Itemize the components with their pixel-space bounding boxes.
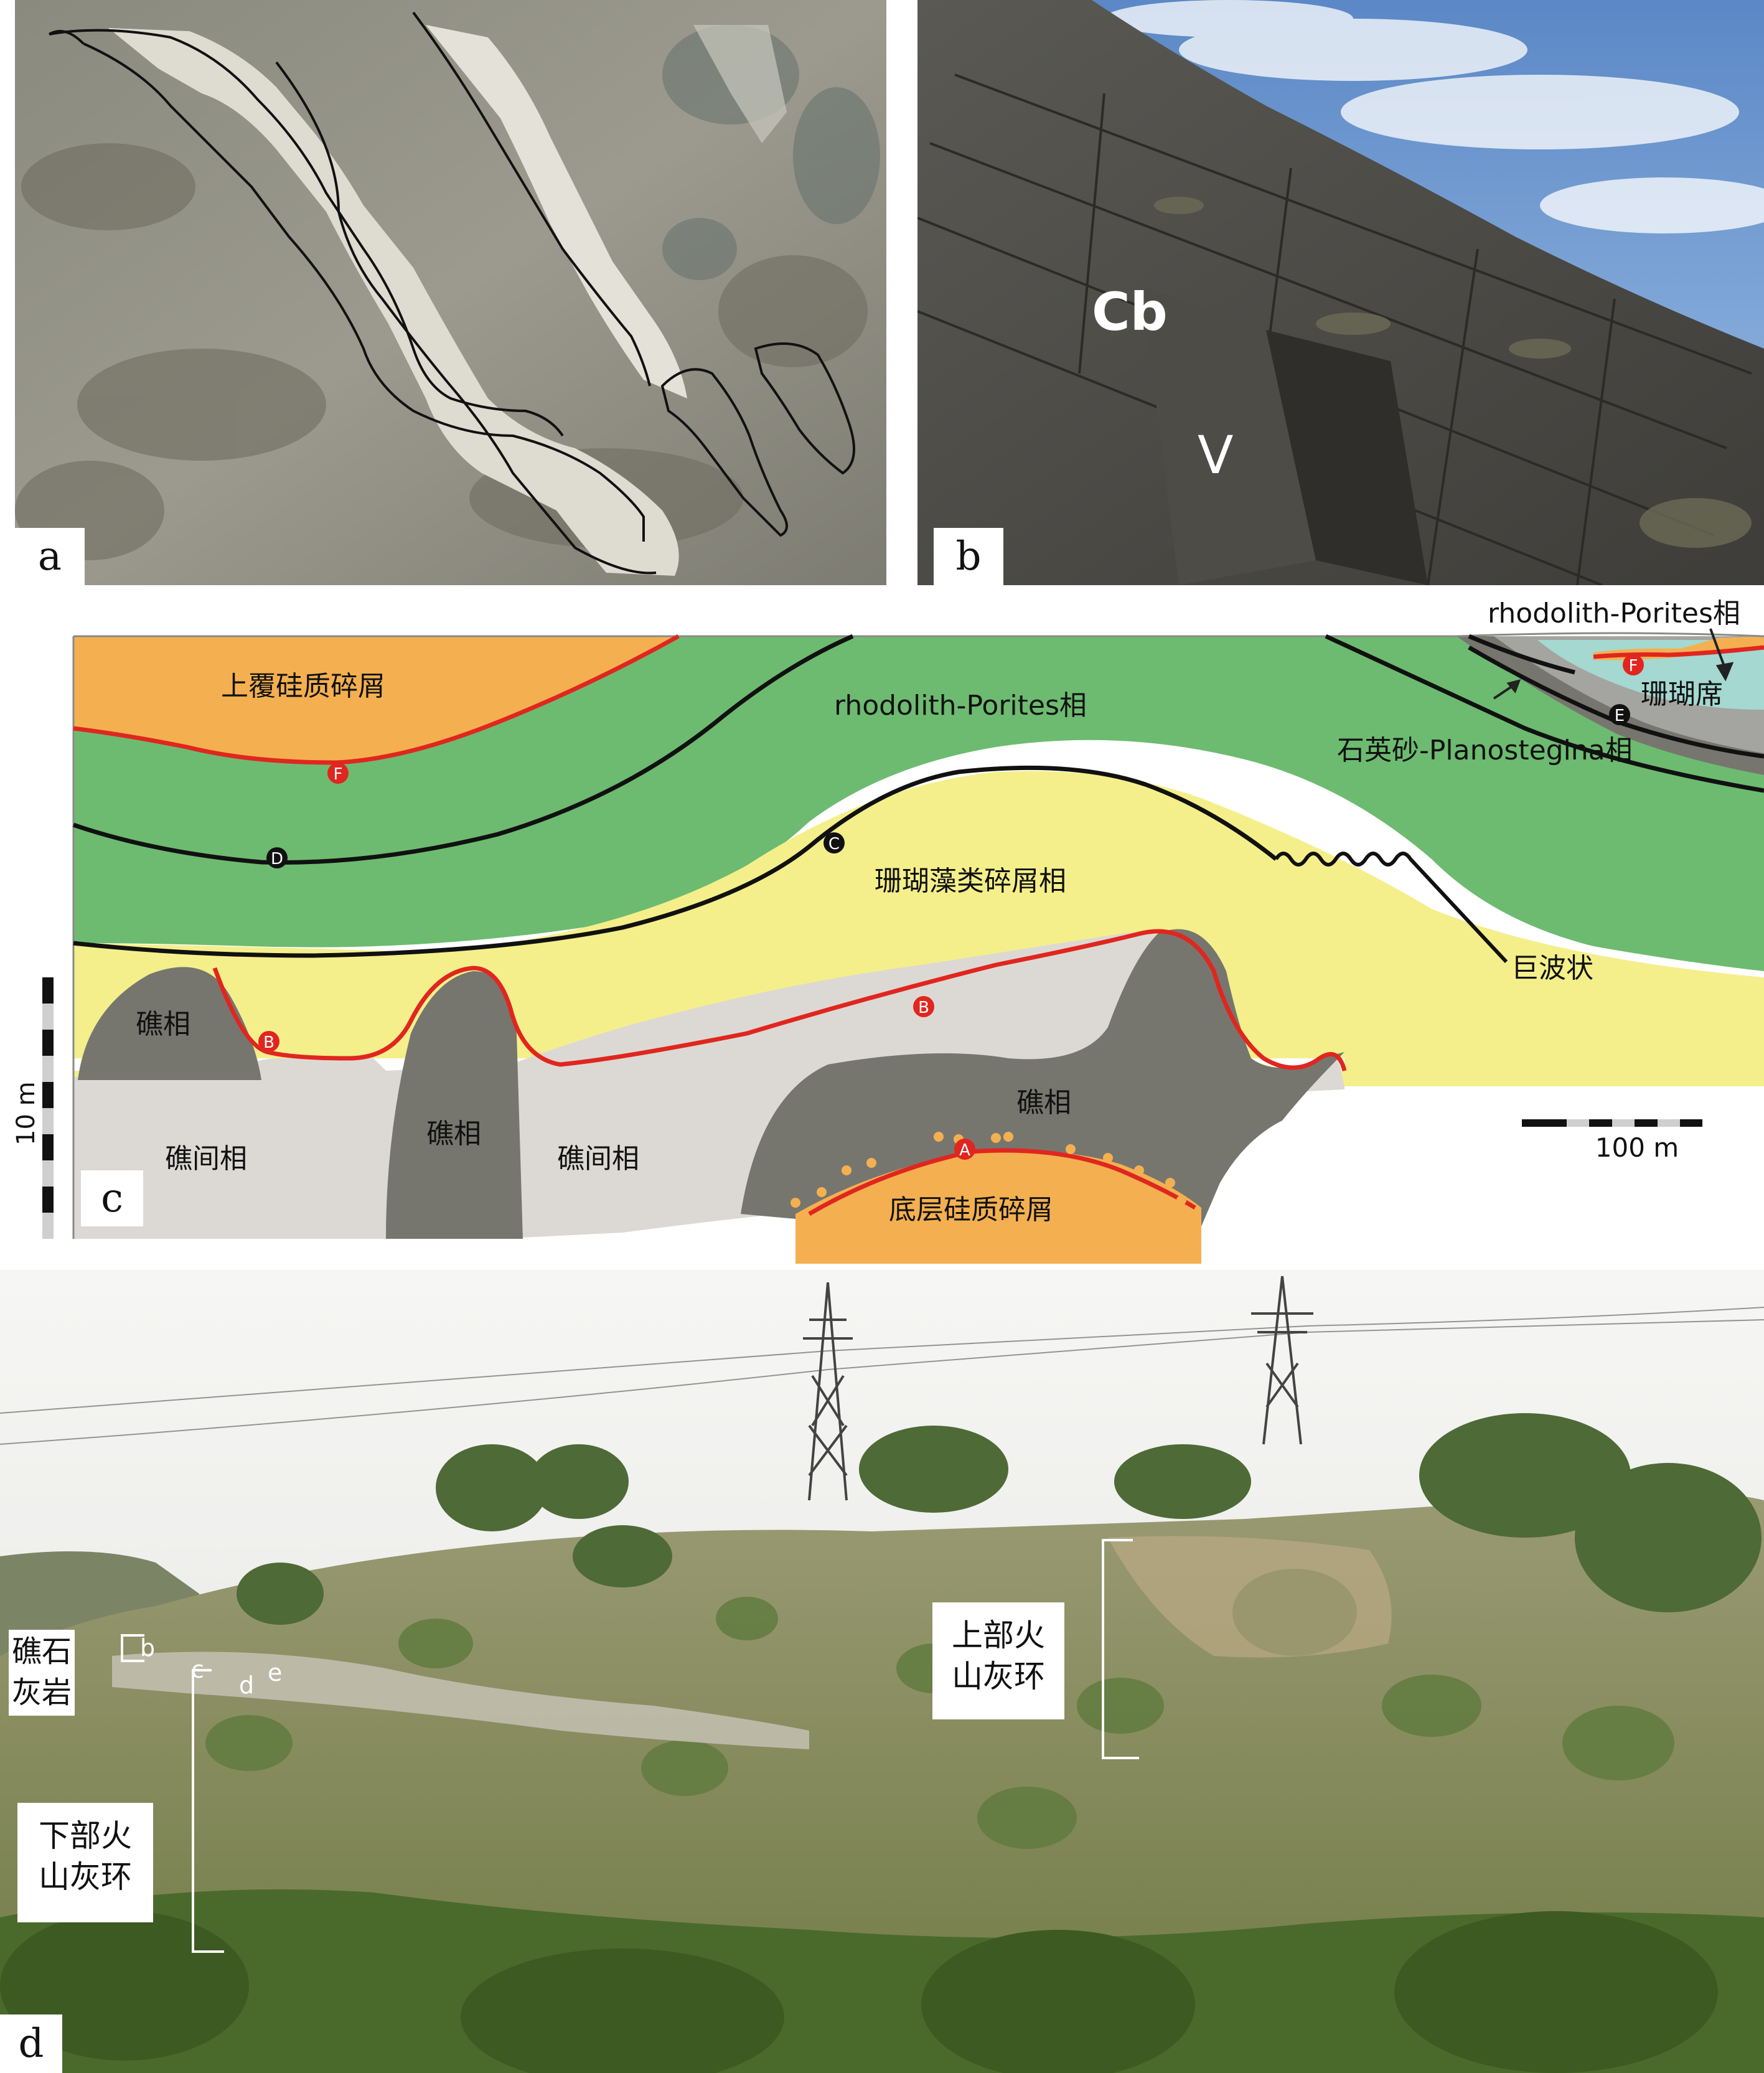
label-reef-left: 礁相 — [136, 1008, 190, 1040]
surface-marker-a: A — [954, 1139, 975, 1160]
svg-text:C: C — [828, 835, 840, 853]
surface-marker-f-right: F — [1623, 654, 1644, 675]
photo-d-landscape: b c d e — [0, 1270, 1764, 2073]
svg-text:E: E — [1615, 707, 1625, 725]
basal-lag-dots — [791, 1132, 1186, 1208]
label-upper-siliciclastic: 上覆硅质碎屑 — [221, 670, 385, 702]
marker-e: e — [268, 1659, 282, 1686]
svg-text:F: F — [1629, 657, 1638, 675]
label-coralline-debris: 珊瑚藻类碎屑相 — [875, 865, 1066, 897]
upper-tuff-ring-label: 上部火 山灰环 — [932, 1602, 1064, 1719]
surface-marker-f-left: F — [327, 763, 349, 784]
svg-text:D: D — [271, 850, 283, 868]
panel-b-label: b — [934, 528, 1003, 585]
label-v: V — [1198, 425, 1233, 486]
label-reef-middle: 礁相 — [426, 1118, 481, 1150]
svg-text:B: B — [918, 999, 929, 1017]
megaripple-line — [1274, 852, 1508, 964]
horizontal-scale-bar — [1522, 1119, 1702, 1127]
label-rhodolith-porites: rhodolith-Porites相 — [834, 690, 1087, 722]
marker-d: d — [239, 1671, 254, 1699]
upper-siliciclastic-zone — [73, 636, 678, 763]
surface-marker-b-left: B — [258, 1031, 279, 1052]
label-cb: Cb — [1092, 281, 1168, 342]
svg-text:F: F — [334, 765, 343, 784]
surface-marker-c: C — [823, 832, 845, 853]
vertical-scale-label: 10 m — [12, 1081, 40, 1145]
photo-panel-d: b c d e 礁石 灰岩 下部火 山灰环 上部火 山灰环 d — [0, 1270, 1764, 2073]
panel-c-label: c — [81, 1170, 143, 1226]
basal-siliciclastic-zone — [795, 1150, 1201, 1264]
marker-b: b — [140, 1634, 155, 1662]
photo-panel-a: a — [15, 0, 886, 585]
marker-c: c — [191, 1656, 204, 1683]
label-quartz-sand: 石英砂-Planostegina相 — [1337, 735, 1633, 766]
lower-tuff-ring-label: 下部火 山灰环 — [17, 1803, 153, 1922]
label-basal-siliciclastic: 底层硅质碎屑 — [889, 1194, 1053, 1226]
facies-cross-section: A B B C D E F F 上 — [12, 598, 1764, 1264]
label-megaripple: 巨波状 — [1511, 952, 1593, 984]
label-coral-mat: 珊瑚席 — [1641, 679, 1723, 710]
reef-left — [78, 967, 261, 1080]
label-interreef-right: 礁间相 — [557, 1143, 639, 1175]
label-rhodolith-porites-top: rhodolith-Porites相 — [1488, 598, 1740, 629]
svg-text:B: B — [263, 1033, 274, 1052]
label-interreef-left: 礁间相 — [165, 1143, 247, 1175]
surface-marker-b-right: B — [913, 996, 934, 1017]
panel-d-label: d — [0, 2014, 62, 2073]
photo-panel-b: Cb V b — [917, 0, 1764, 585]
svg-text:A: A — [959, 1141, 970, 1160]
section-markers: b c d e — [140, 1634, 282, 1699]
reef-middle — [386, 971, 523, 1239]
facies-labels: 上覆硅质碎屑 rhodolith-Porites相 rhodolith-Pori… — [136, 598, 1740, 1226]
surface-marker-e: E — [1609, 704, 1630, 725]
photo-a-outcrop — [15, 0, 886, 585]
surface-marker-d: D — [266, 847, 288, 868]
photo-b-outcrop: Cb V — [917, 0, 1764, 585]
reef-right — [741, 929, 1344, 1226]
diagram-panel-c: A B B C D E F F 上 — [0, 585, 1764, 1270]
vertical-scale-bar — [42, 977, 54, 1239]
label-reef-right: 礁相 — [1016, 1087, 1071, 1119]
reef-limestone-label: 礁石 灰岩 — [9, 1630, 75, 1716]
power-pylons — [803, 1276, 1313, 1501]
horizontal-scale-label: 100 m — [1595, 1132, 1679, 1163]
panel-a-label: a — [15, 528, 85, 585]
